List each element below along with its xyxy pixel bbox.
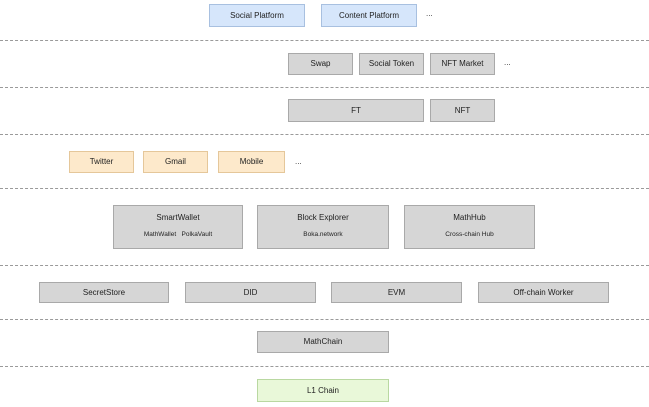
mathchain-box: MathChain <box>257 331 389 353</box>
separator-1 <box>0 40 649 41</box>
offchain-worker-box: Off-chain Worker <box>478 282 609 303</box>
platforms-ellipsis: ... <box>426 9 433 18</box>
nft-market-box: NFT Market <box>430 53 495 75</box>
block-explorer-subtitle: Boka.network <box>303 231 343 238</box>
separator-6 <box>0 319 649 320</box>
twitter-box: Twitter <box>69 151 134 173</box>
gmail-box: Gmail <box>143 151 208 173</box>
separator-4 <box>0 188 649 189</box>
evm-box: EVM <box>331 282 462 303</box>
swap-box: Swap <box>288 53 353 75</box>
social-token-box: Social Token <box>359 53 424 75</box>
smartwallet-title: SmartWallet <box>156 213 200 222</box>
content-platform-box: Content Platform <box>321 4 417 27</box>
mathhub-title: MathHub <box>453 213 486 222</box>
social-platform-box: Social Platform <box>209 4 305 27</box>
l1-chain-box: L1 Chain <box>257 379 389 402</box>
smartwallet-subtitle: MathWallet PolkaVault <box>143 231 213 238</box>
identity-ellipsis: ... <box>295 157 302 166</box>
block-explorer-title: Block Explorer <box>297 213 349 222</box>
mathhub-subtitle: Cross-chain Hub <box>445 231 494 238</box>
smartwallet-box: SmartWallet MathWallet PolkaVault <box>113 205 243 249</box>
mobile-box: Mobile <box>218 151 285 173</box>
block-explorer-box: Block Explorer Boka.network <box>257 205 389 249</box>
separator-2 <box>0 87 649 88</box>
mathhub-box: MathHub Cross-chain Hub <box>404 205 535 249</box>
separator-3 <box>0 134 649 135</box>
separator-7 <box>0 366 649 367</box>
secretstore-box: SecretStore <box>39 282 169 303</box>
defi-ellipsis: ... <box>504 58 511 67</box>
separator-5 <box>0 265 649 266</box>
nft-box: NFT <box>430 99 495 122</box>
did-box: DID <box>185 282 316 303</box>
ft-box: FT <box>288 99 424 122</box>
